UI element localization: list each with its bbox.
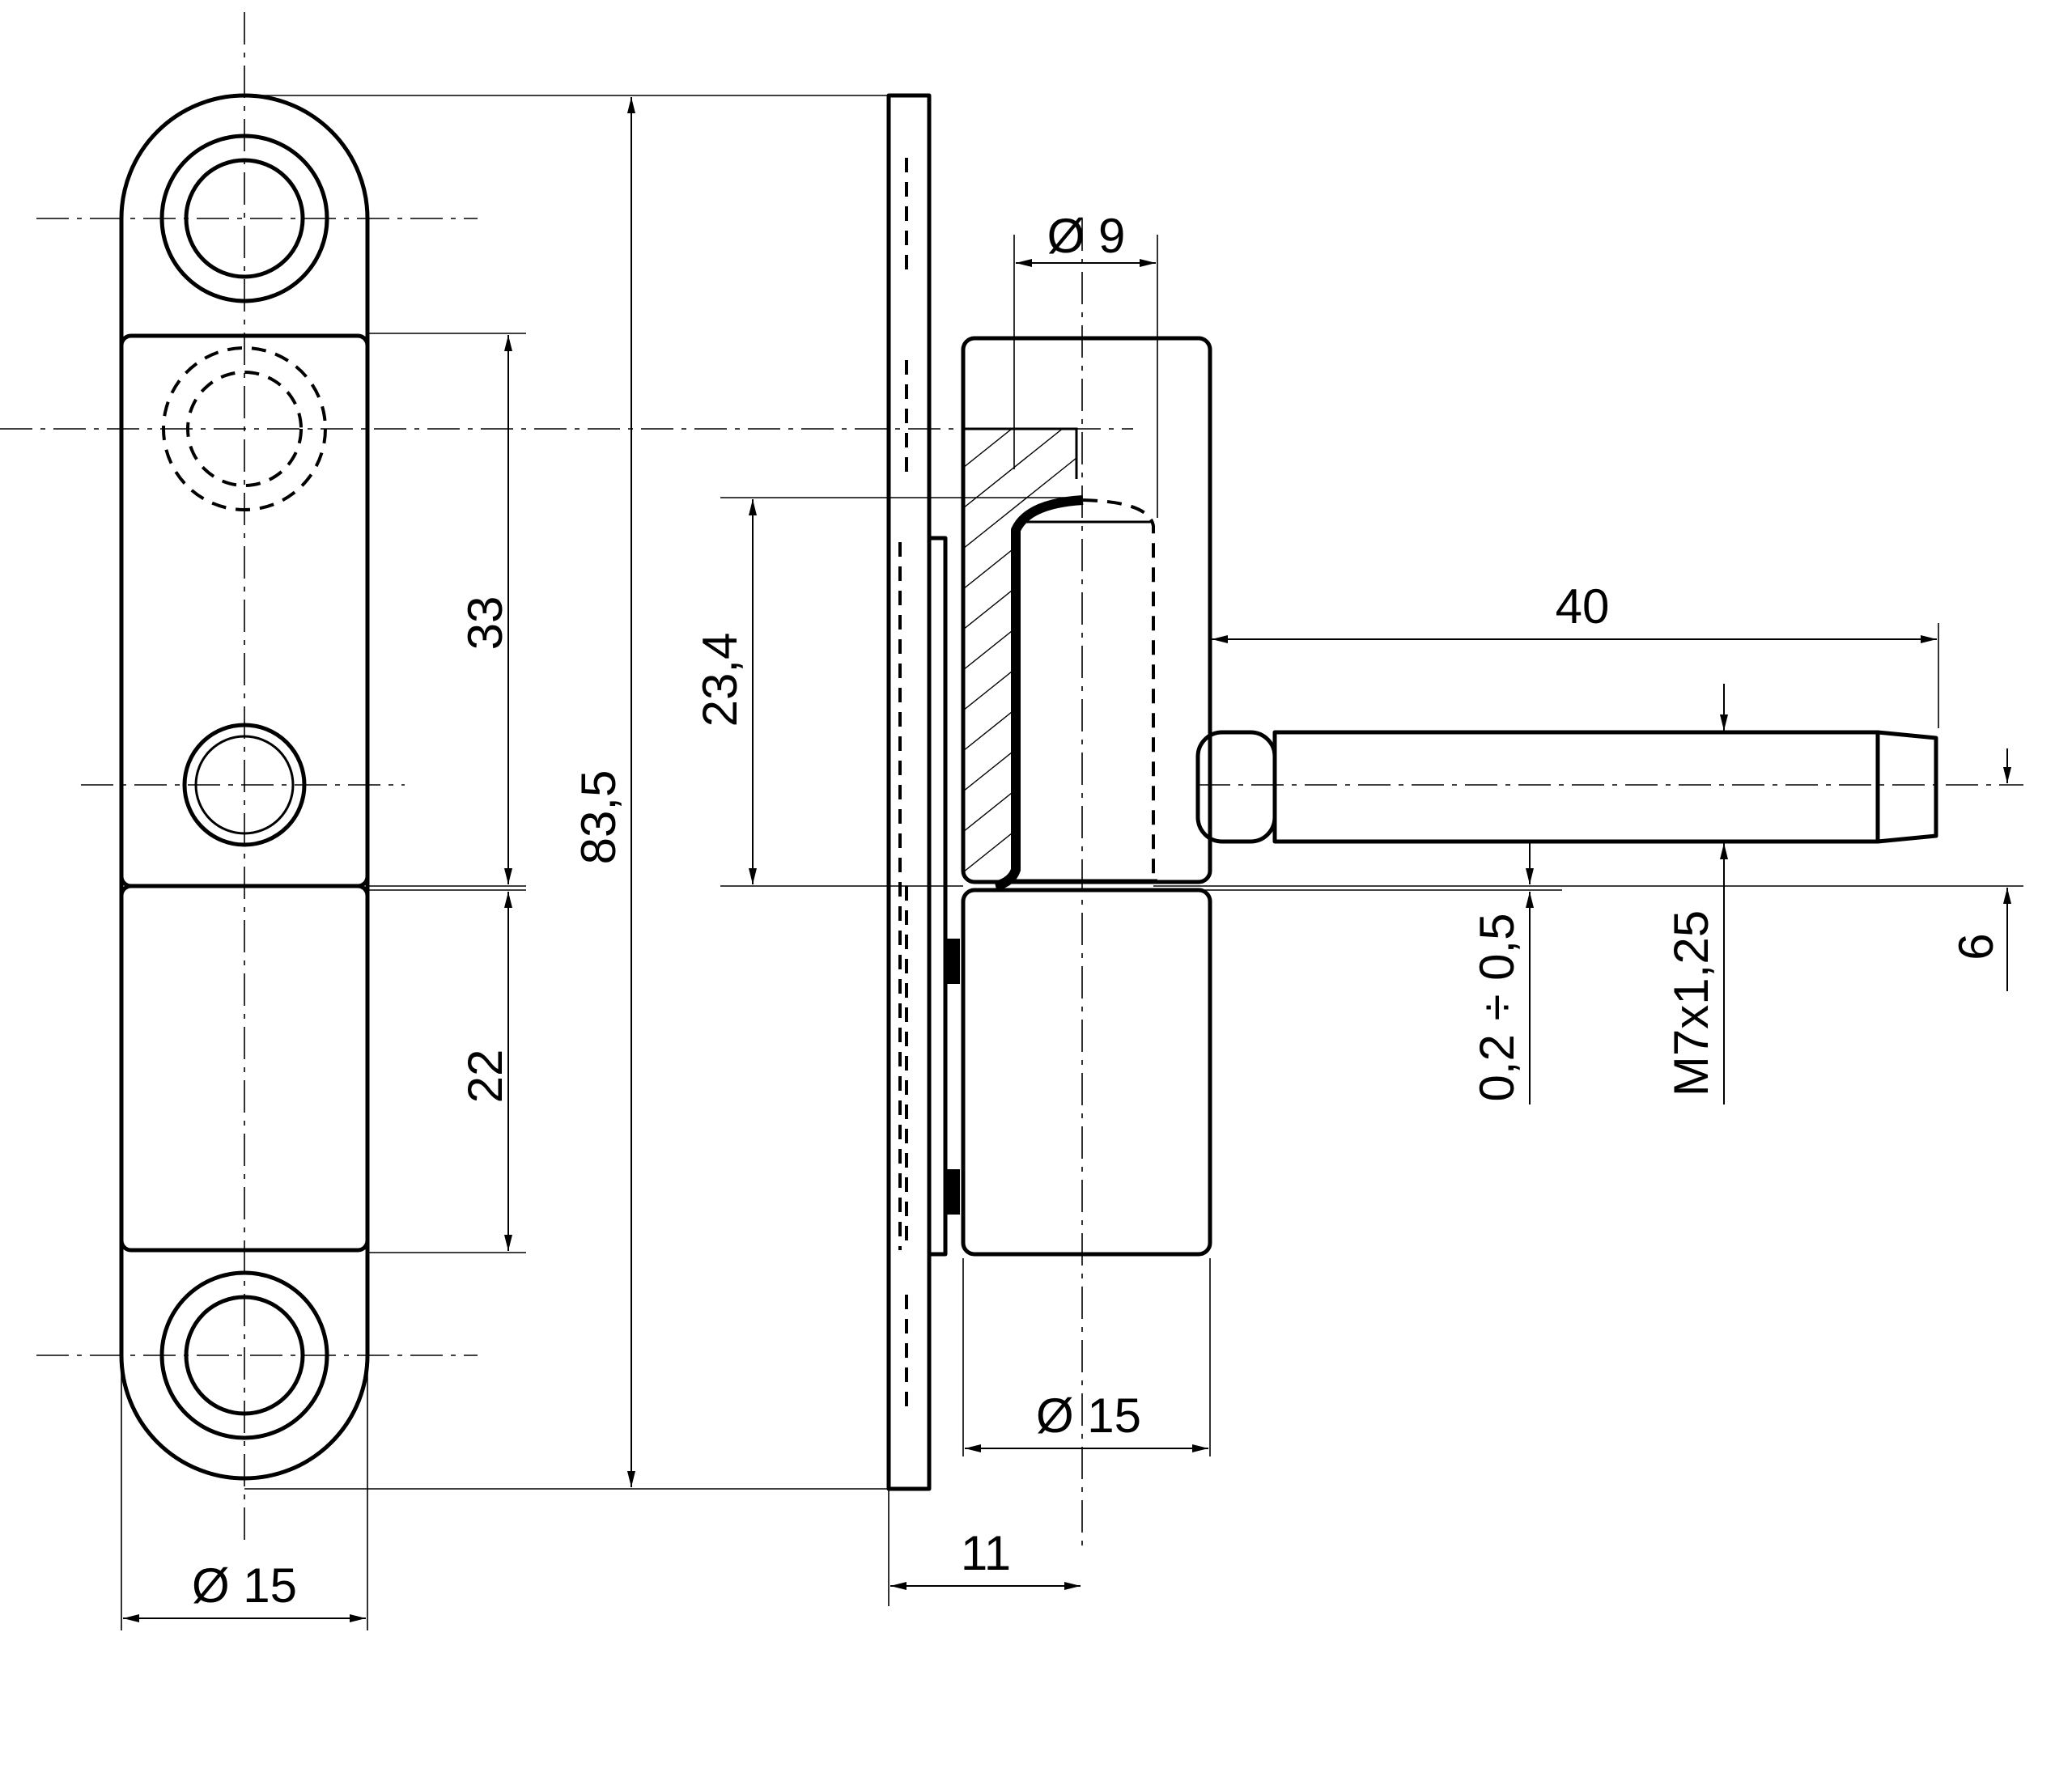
dim-pin-length: 40	[1556, 579, 1610, 634]
pin-shaft	[1272, 730, 1880, 844]
bottom-hole-outer-ring	[159, 1270, 329, 1440]
bottom-hole	[184, 1295, 305, 1416]
dim-barrel-diameter: Ø 15	[1036, 1389, 1141, 1443]
dim-sleeve-depth: 23,4	[693, 633, 747, 727]
ext-bore	[1013, 235, 1158, 518]
grub-screw-hole-outer	[182, 723, 307, 847]
top-hole-outer-ring	[159, 134, 329, 303]
section-hatching	[963, 429, 1076, 882]
bore-bottom	[1016, 520, 1157, 882]
ext-plate-width	[121, 1355, 368, 1630]
lower-barrel	[961, 888, 1212, 1257]
dim-bore-diameter: Ø 9	[1047, 209, 1126, 263]
thin-flange	[927, 536, 948, 1257]
upper-barrel	[961, 336, 1212, 884]
bore-wall	[994, 495, 1084, 891]
pin-tip	[1875, 730, 1938, 844]
dimensions: 83,5 33 22 23,4 Ø 9 40 0,2 ÷ 0,5 M7x1,25…	[121, 95, 2023, 1630]
hidden-bore-inner	[186, 371, 303, 487]
dim-plate-offset: 11	[961, 1526, 1011, 1580]
ext-barrel	[962, 1258, 1211, 1456]
flange-tab-top	[945, 939, 960, 984]
dim-pin-offset: 6	[1949, 933, 2003, 960]
dim-thread: M7x1,25	[1664, 910, 1718, 1096]
dim-gap-range: 0,2 ÷ 0,5	[1470, 913, 1524, 1101]
ext-sleeve-split	[367, 885, 526, 891]
dim-lower-spacing: 22	[458, 1049, 512, 1104]
dim-upper-spacing: 33	[458, 596, 512, 651]
grub-screw-hole-inner	[194, 735, 295, 835]
ext-gap	[1153, 885, 2023, 891]
ext-depth	[720, 497, 1083, 887]
plate-edge	[886, 93, 932, 1491]
section-boundary	[963, 427, 1078, 479]
dim-overall-height: 83,5	[571, 770, 626, 865]
dim-plate-width: Ø 15	[192, 1558, 297, 1613]
top-hole	[184, 158, 305, 279]
flange-tab-bottom	[945, 1169, 960, 1215]
lower-sleeve-body	[119, 884, 370, 1253]
side-view	[886, 93, 2023, 1550]
hidden-bore-outer	[162, 346, 327, 511]
bore-hidden-outline	[1082, 498, 1155, 874]
